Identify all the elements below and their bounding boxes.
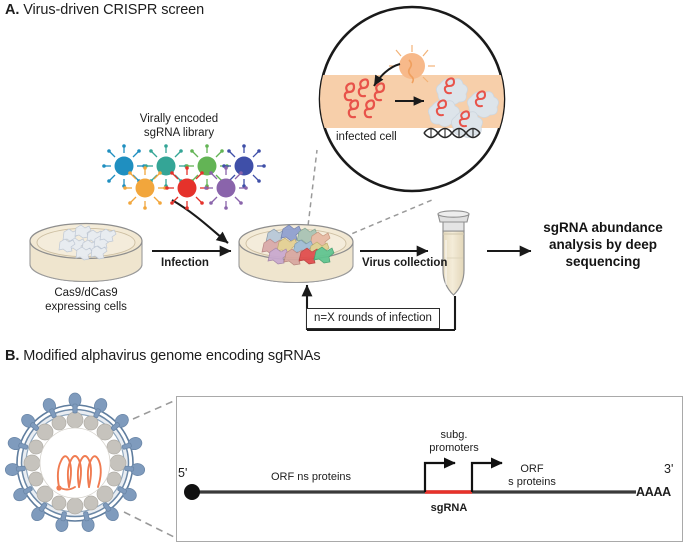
virus-library-label-line2: sgRNA library <box>143 126 215 139</box>
genome-orf-s-label: ORF s proteins <box>487 463 577 488</box>
arrow-virus-collection-label: Virus collection <box>362 257 448 269</box>
sequencing-output-line3: sequencing <box>565 254 641 269</box>
genome-promoter-arrows <box>423 457 503 492</box>
genome-promoter-line2: promoters <box>429 441 479 454</box>
microcentrifuge-tube <box>437 210 470 296</box>
arrow-infection-label: Infection <box>161 257 209 269</box>
sequencing-output-line2: analysis by deep <box>548 237 658 252</box>
panel-b-frame <box>176 396 683 542</box>
alphavirus-particle <box>4 392 146 532</box>
panel-a-letter: A. <box>5 2 20 18</box>
panel-b-letter: B. <box>5 348 20 364</box>
virion-connector-lines <box>123 399 177 539</box>
inset-virus-particle <box>389 45 435 84</box>
petri-dish-cas9 <box>29 222 143 283</box>
genome-sgrna-label: sgRNA <box>430 502 468 514</box>
panel-b-title-text: Modified alphavirus genome encoding sgRN… <box>23 348 321 364</box>
inset-dna-helix <box>423 127 481 139</box>
virus-library-label: Virally encoded sgRNA library <box>124 113 234 140</box>
panel-a-title: A. Virus-driven CRISPR screen <box>5 2 204 18</box>
dish-cas9-label-line1: Cas9/dCas9 <box>54 287 118 299</box>
genome-orf-ns-label: ORF ns proteins <box>270 471 352 483</box>
inset-entry-arrow <box>373 63 401 87</box>
genome-five-prime-cap <box>184 484 200 500</box>
virion-spikes <box>4 392 146 532</box>
genome-three-prime-label: 3' <box>664 462 674 476</box>
virus-library-label-line1: Virally encoded <box>139 113 219 125</box>
genome-promoter-line1: subg. <box>440 429 468 441</box>
virus-library-group <box>102 144 266 210</box>
genome-diagram <box>184 457 636 500</box>
dish-cas9-label: Cas9/dCas9 expressing cells <box>26 287 146 314</box>
panel-b-title: B. Modified alphavirus genome encoding s… <box>5 348 321 364</box>
petri-dish-infected <box>238 223 354 284</box>
virus-particle-purple <box>204 166 248 210</box>
genome-polya-label: AAAA <box>636 485 671 499</box>
infected-cell-label: infected cell <box>336 131 397 143</box>
virus-particle-orange <box>123 166 167 210</box>
virus-particle-indigo <box>222 144 266 188</box>
inset-cas9-complexes <box>428 77 499 138</box>
inset-rna-cluster <box>343 78 386 119</box>
inset-infected-cell <box>318 5 506 193</box>
virus-particle-blue <box>102 144 146 188</box>
arrow-library-to-dish <box>171 199 229 244</box>
sequencing-output-line1: sgRNA abundance <box>543 220 663 235</box>
panel-a-title-text: Virus-driven CRISPR screen <box>23 2 205 18</box>
genome-five-prime-label: 5' <box>178 466 188 480</box>
inset-connector-lines <box>305 149 433 244</box>
dish-cas9-label-line2: expressing cells <box>45 300 127 313</box>
genome-orf-s-line1: ORF <box>520 463 544 475</box>
sequencing-output-label: sgRNA abundance analysis by deep sequenc… <box>519 219 687 270</box>
genome-promoter-label: subg. promoters <box>404 429 504 454</box>
genome-orf-s-line2: s proteins <box>508 475 556 488</box>
rounds-of-infection-box: n=X rounds of infection <box>306 308 440 329</box>
